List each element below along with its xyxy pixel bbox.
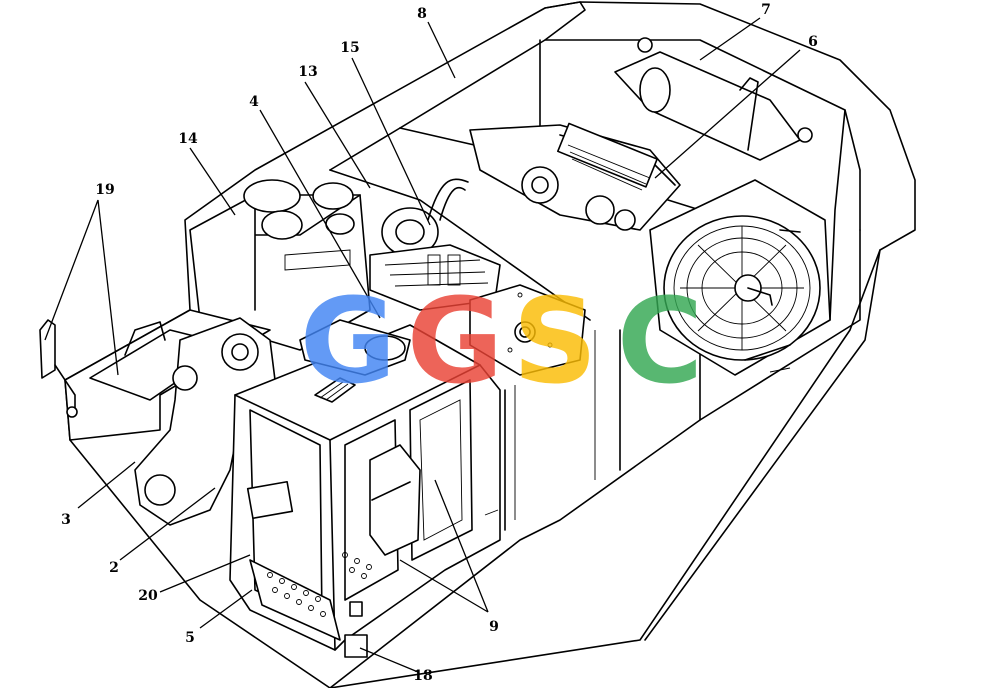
watermark-logo: G G S C — [300, 272, 704, 410]
callout-6: 6 — [808, 34, 818, 50]
watermark-letter-4: C — [617, 272, 704, 410]
callout-15: 15 — [340, 40, 359, 56]
operator-cab — [229, 319, 501, 658]
callout-8: 8 — [417, 6, 427, 22]
watermark-letter-1: G — [300, 272, 397, 410]
callout-18: 18 — [413, 668, 432, 684]
callout-19: 19 — [95, 182, 114, 198]
callout-13: 13 — [298, 64, 317, 80]
watermark-letter-3: S — [513, 272, 598, 410]
callout-20: 20 — [138, 588, 158, 604]
watermark-letter-2: G — [407, 272, 504, 410]
hydraulic-tank-and-pumps — [189, 178, 501, 351]
callout-2: 2 — [109, 560, 119, 576]
callout-4: 4 — [249, 94, 259, 110]
callout-9: 9 — [489, 619, 499, 635]
engine-assembly — [469, 37, 831, 376]
callout-14: 14 — [178, 131, 198, 147]
callout-5: 5 — [185, 630, 195, 646]
callout-3: 3 — [61, 512, 71, 528]
callout-labels: 8 7 6 15 13 4 14 19 3 2 20 5 9 18 — [61, 2, 818, 684]
floor-mesh — [267, 552, 372, 617]
deck-components — [469, 284, 791, 516]
boom-foot-and-deck — [39, 309, 276, 526]
callout-7: 7 — [761, 2, 771, 18]
callout-leaders — [44, 17, 801, 673]
